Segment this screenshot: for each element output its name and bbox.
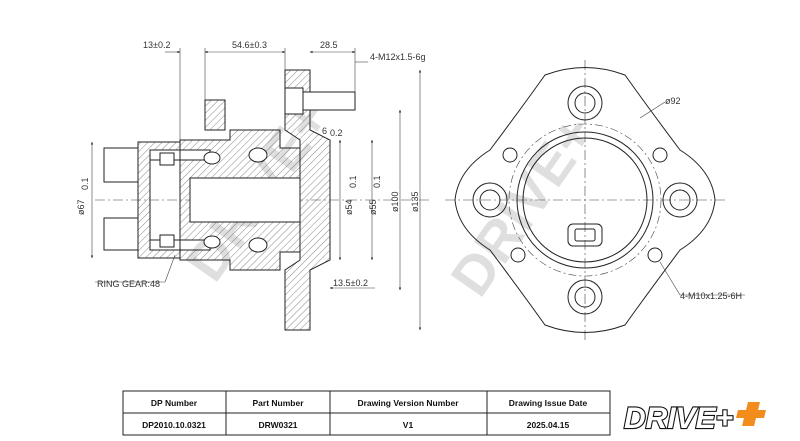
dim-54-label: ø54 (344, 199, 354, 215)
title-block: DP Number Part Number Drawing Version Nu… (122, 390, 611, 436)
stud-hole-right-outer (662, 182, 698, 218)
dim-6-tol: 0.2 (330, 128, 343, 138)
ring-gear-leader (164, 254, 176, 283)
thread-holes-leader (659, 261, 681, 296)
flange-outline (454, 67, 716, 333)
dim-100-label: ø100 (390, 191, 400, 212)
sensor-connector-lower (103, 217, 139, 251)
hub-flange (284, 69, 331, 331)
stud-hole-bottom-outer (567, 279, 603, 315)
ball-bottom-right (248, 237, 268, 253)
dim-54-tol: 0.1 (348, 175, 358, 188)
flange-boss (204, 99, 226, 131)
dim-92-leader (639, 101, 666, 119)
ball-top-right (248, 147, 268, 163)
dim-67-tol: 0.1 (80, 177, 90, 190)
header-part-number: Part Number (252, 398, 304, 408)
dim-55-tol: 0.1 (372, 175, 382, 188)
bolt-circle (508, 123, 662, 277)
stud-head (284, 87, 304, 115)
thread-hole-br (647, 247, 663, 263)
dim-54-6: 54.6±0.3 (232, 40, 267, 50)
dim-6: 6 (322, 126, 327, 136)
dim-92-label: ø92 (665, 96, 681, 106)
header-issue-date: Drawing Issue Date (509, 398, 588, 408)
stud-hole-right (669, 189, 691, 211)
seal-box-bottom (159, 234, 175, 248)
logo-text: DRIVE+ (624, 402, 733, 435)
front-sensor-connector-inner (574, 228, 596, 242)
header-version: Drawing Version Number (357, 398, 459, 408)
wheel-stud (299, 91, 356, 111)
dim-13: 13±0.2 (143, 40, 170, 50)
dim-28-5: 28.5 (320, 40, 338, 50)
front-view: ø92 4-M10x1.25-6H (445, 60, 745, 340)
stud-hole-top-outer (567, 85, 603, 121)
side-view: 13±0.2 54.6±0.3 28.5 4-M12x1.5-6g 6 0.2 … (76, 40, 430, 331)
seal-box-top (159, 152, 175, 166)
thread-holes-label: 4-M10x1.25-6H (680, 291, 742, 301)
stud-hole-left (479, 189, 501, 211)
ball-top-left (203, 151, 221, 165)
hub-outer-ring (516, 131, 654, 269)
dim-13-5-label: 13.5±0.2 (333, 278, 368, 288)
thread-hole-bl (510, 247, 526, 263)
dim-67-label: ø67 (76, 199, 86, 215)
header-dp-number: DP Number (151, 398, 198, 408)
ball-bottom-left (203, 235, 221, 249)
logo-plus-icon (736, 402, 766, 426)
value-part-number: DRW0321 (258, 420, 297, 430)
front-sensor-connector (567, 223, 603, 247)
value-version: V1 (403, 420, 414, 430)
thread-hole-tr (652, 147, 668, 163)
thread-stud-label: 4-M12x1.5-6g (370, 52, 426, 62)
watermark-text-right: DRIVE+ (438, 104, 607, 307)
dim-135-label: ø135 (410, 191, 420, 212)
value-issue-date: 2025.04.15 (527, 420, 570, 430)
stud-hole-bottom (574, 286, 596, 308)
inner-bore (189, 177, 301, 223)
stud-hole-top (574, 92, 596, 114)
value-dp-number: DP2010.10.0321 (142, 420, 206, 430)
dim-55-label: ø55 (368, 199, 378, 215)
hub-inner-ring (522, 137, 648, 263)
ring-gear-label: RING GEAR:48 (97, 279, 160, 289)
stud-hole-left-outer (472, 182, 508, 218)
thread-hole-tl (502, 147, 518, 163)
sensor-connector (103, 147, 139, 183)
drive-plus-logo: DRIVE+ (623, 401, 766, 436)
